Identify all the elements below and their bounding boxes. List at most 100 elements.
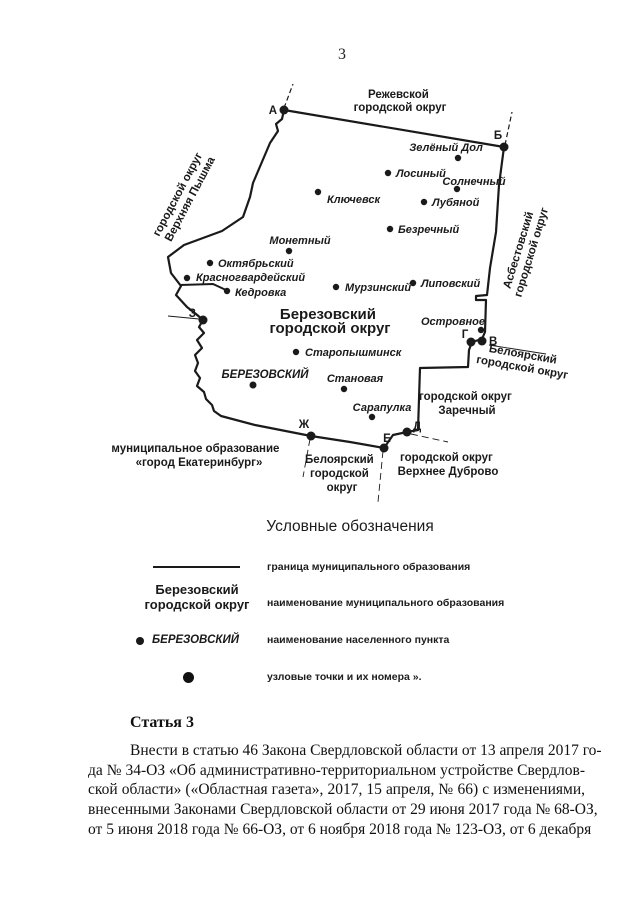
settlement-berezovsky-city: БЕРЕЗОВСКИЙ — [222, 368, 309, 389]
settlement-label: Кедровка — [235, 287, 286, 299]
legend-municipality-name-line2: городской округ — [144, 596, 250, 612]
settlement-dot — [368, 413, 376, 421]
article-body: Внести в статью 46 Закона Свердловской о… — [88, 741, 602, 840]
settlement-solnechny: Солнечный — [442, 176, 506, 193]
leader-node-zh — [302, 438, 311, 478]
node-label: Д — [413, 421, 421, 433]
article-heading: Статья 3 — [130, 714, 194, 731]
settlement-dot — [453, 185, 461, 193]
page-number: 3 — [338, 46, 346, 63]
article-line: ской области» («Областная газета», 2017,… — [88, 781, 585, 799]
article-line: внесенными Законами Свердловской области… — [88, 801, 598, 819]
district-title: Березовский городской округ — [269, 306, 390, 337]
municipal-boundary-line — [166, 108, 506, 450]
settlement-dot — [285, 247, 293, 255]
settlement-dot — [454, 154, 462, 162]
legend-row-municipality-label: наименование муниципального образования — [267, 597, 505, 609]
settlement-dot — [386, 225, 394, 233]
settlement-label: Солнечный — [442, 176, 505, 188]
settlement-dot — [420, 198, 428, 206]
node-dot — [477, 336, 487, 346]
node-dot — [198, 315, 208, 325]
settlement-label: Становая — [327, 373, 384, 385]
neighbor-rezhevskoy: Режевской городской округ — [354, 89, 447, 114]
settlement-sarapulka: Сарапулка — [353, 402, 412, 421]
settlement-label: Лосиный — [395, 168, 446, 180]
settlement-dot — [332, 283, 340, 291]
legend-municipality-name-sample: Березовский городской округ — [144, 582, 250, 612]
settlement-dot — [384, 169, 392, 177]
node-dot — [466, 337, 476, 347]
district-map: Березовский городской округ Режевской го… — [111, 83, 569, 503]
node-v: В — [477, 336, 497, 348]
settlement-dot — [249, 381, 257, 389]
boundary-dashed-north — [283, 83, 294, 109]
settlement-krasnogvardeysky: Красногвардейский — [183, 272, 305, 284]
node-dot — [379, 443, 389, 453]
leader-node-d — [410, 433, 449, 443]
node-g: Г — [462, 329, 476, 347]
settlement-dot — [206, 259, 214, 267]
settlement-dot — [409, 279, 417, 287]
leader-beloyarsky-east — [488, 344, 547, 355]
settlement-ostrovnoye: Островное — [421, 316, 485, 334]
node-z: З — [189, 308, 208, 325]
neighbor-verkhnyaya-pyshma: городской округ Верхняя Пышма — [151, 148, 218, 245]
node-label: Е — [383, 433, 391, 445]
settlement-label: Мурзинский — [345, 282, 411, 294]
legend-settlement-dot-sample — [136, 637, 144, 645]
settlement-murzinsky: Мурзинский — [332, 282, 411, 294]
settlement-label: Островное — [421, 316, 485, 328]
settlement-dot — [477, 326, 485, 334]
settlement-lubyanoy: Лубяной — [420, 197, 480, 209]
leader-node-z — [167, 315, 200, 320]
article-line: да № 34-ОЗ «Об административно-территори… — [88, 761, 585, 779]
settlement-label: Ключевск — [327, 194, 381, 206]
node-e: Е — [379, 433, 391, 453]
legend-row-nodes-label: узловые точки и их номера ». — [267, 671, 422, 683]
leader-node-e — [377, 450, 384, 503]
settlement-stanovaya: Становая — [327, 373, 384, 393]
node-label: Ж — [298, 419, 310, 431]
settlement-label: Сарапулка — [353, 402, 412, 414]
settlement-losiny: Лосиный — [384, 168, 446, 180]
node-b: Б — [494, 130, 509, 152]
settlement-zeleny-dol: Зелёный Дол — [409, 142, 483, 162]
article-line: Внести в статью 46 Закона Свердловской о… — [130, 742, 602, 759]
legend-row-boundary-label: граница муниципального образования — [267, 561, 471, 573]
settlement-label: Монетный — [269, 235, 330, 247]
settlement-dot — [314, 188, 322, 196]
kedrovka-boundary-spur — [179, 282, 227, 291]
article-line: от 5 июня 2018 года № 66-ОЗ, от 6 ноября… — [88, 820, 592, 838]
settlement-dot — [292, 348, 300, 356]
legend-title: Условные обозначения — [266, 518, 434, 535]
node-label: В — [489, 336, 497, 348]
settlement-oktyabrsky: Октябрьский — [206, 258, 294, 270]
settlement-bezrechny: Безречный — [386, 224, 460, 236]
node-dot — [279, 105, 289, 115]
neighbor-asbestovsky: Асбестовский городской округ — [500, 202, 551, 298]
legend-node-dot-sample — [183, 672, 194, 683]
settlement-label: Липовский — [420, 278, 480, 290]
settlement-dot — [223, 287, 231, 295]
legend-row-settlement-label: наименование населенного пункта — [267, 634, 450, 646]
settlement-lipovsky: Липовский — [409, 278, 480, 290]
neighbor-beloyarsky-south: Белоярский городской округ — [305, 454, 377, 494]
settlement-klyuchevsk: Ключевск — [314, 188, 381, 206]
node-a: А — [269, 105, 289, 117]
neighbor-verkhneye-dubrovo: городской округ Верхнее Дуброво — [398, 452, 499, 478]
settlement-label: Октябрьский — [218, 258, 294, 270]
legend-municipality-name-line1: Березовский — [155, 582, 239, 597]
node-label: З — [189, 308, 196, 320]
settlement-label: Старопышминск — [305, 347, 403, 359]
node-dot — [402, 427, 412, 437]
boundary-dashed-northeast — [504, 111, 513, 146]
settlement-label: Лубяной — [431, 197, 480, 209]
settlement-monetny: Монетный — [269, 235, 331, 255]
node-dot — [499, 142, 509, 152]
legend-settlement-name-sample: БЕРЕЗОВСКИЙ — [152, 634, 239, 646]
settlement-dot — [183, 274, 191, 282]
settlement-label: Красногвардейский — [196, 272, 305, 284]
legend-boundary-line-sample — [153, 566, 240, 568]
